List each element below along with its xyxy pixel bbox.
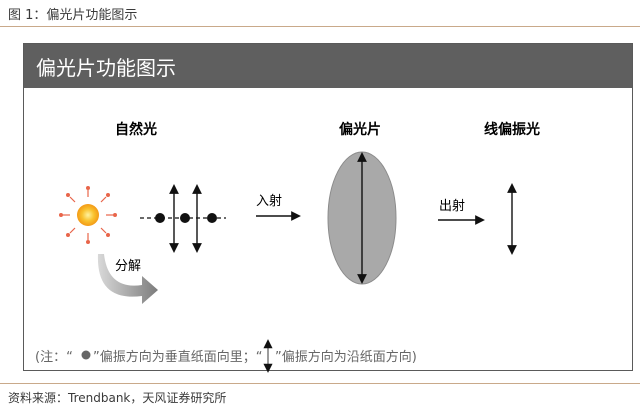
panel-title: 偏光片功能图示 bbox=[36, 56, 176, 80]
decompose-label: 分解 bbox=[115, 259, 141, 274]
top-divider bbox=[0, 26, 640, 27]
linear-polarized-label: 线偏振光 bbox=[484, 121, 540, 138]
source-note: 资料来源：Trendbank，天风证券研究所 bbox=[8, 391, 227, 405]
natural-light-components bbox=[140, 184, 226, 253]
bottom-divider bbox=[0, 383, 640, 384]
note-part2: ”偏振方向为沿纸面方向) bbox=[275, 349, 417, 365]
natural-light-label: 自然光 bbox=[115, 121, 157, 138]
polarizer-lens bbox=[327, 151, 397, 285]
note-part1: ”偏振方向为垂直纸面向里；“ bbox=[93, 349, 262, 365]
exit-label: 出射 bbox=[439, 198, 465, 214]
dot-symbol-icon bbox=[81, 350, 91, 360]
sun-icon bbox=[59, 186, 117, 244]
figure-caption: 图 1：偏光片功能图示 bbox=[8, 8, 138, 23]
incident-label: 入射 bbox=[256, 193, 282, 209]
note-prefix: (注：“ bbox=[35, 350, 73, 365]
polarizer-label: 偏光片 bbox=[339, 121, 381, 138]
panel-header: 偏光片功能图示 bbox=[24, 44, 632, 88]
decompose-arrow-icon bbox=[97, 254, 158, 304]
